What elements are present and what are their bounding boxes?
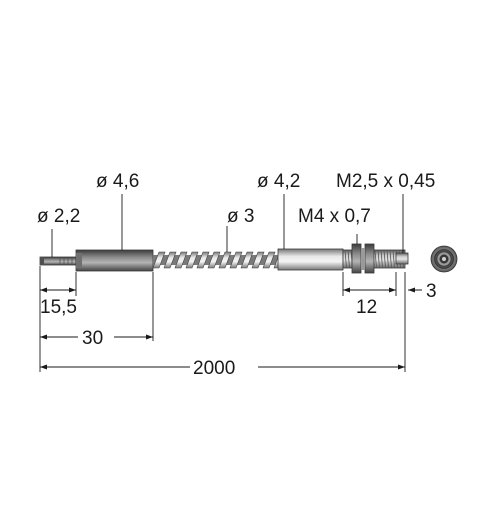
label-len-end: 3 — [426, 281, 437, 302]
spiral-turn — [262, 251, 276, 269]
dimension-labels: ø 2,2 ø 4,6 ø 3 ø 4,2 M2,5 x 0,45 M4 x 0… — [37, 171, 437, 379]
thread-ridge — [347, 249, 350, 269]
label-d-tip: ø 2,2 — [37, 206, 80, 227]
spiral-turn — [196, 251, 210, 269]
hex-nut-2 — [364, 243, 375, 274]
sensor-sleeve — [75, 249, 154, 272]
thread-ridge — [374, 249, 377, 269]
spiral-turn — [152, 251, 166, 269]
label-thread-m2: M2,5 x 0,45 — [336, 171, 435, 192]
spiral-turn — [251, 251, 265, 269]
end-view — [430, 245, 458, 273]
label-d-spiral: ø 3 — [227, 206, 254, 227]
hex-nut-1 — [351, 243, 362, 274]
spiral-sheath — [152, 251, 287, 269]
thread-ridge — [383, 249, 386, 269]
thread-m2-tip — [395, 252, 409, 265]
thread-ridge — [389, 249, 392, 269]
spiral-turn — [163, 251, 177, 269]
label-len-sleeve: 30 — [82, 328, 103, 349]
label-d-end: ø 4,2 — [257, 171, 300, 192]
thread-ridge — [380, 249, 383, 269]
label-len-tip: 15,5 — [40, 297, 77, 318]
label-len-total: 2000 — [193, 358, 235, 379]
label-thread-m4: M4 x 0,7 — [298, 206, 371, 227]
label-len-thread: 12 — [356, 297, 377, 318]
dimension-lines — [39, 266, 422, 372]
connector-sleeve — [277, 248, 344, 271]
sensor-tip — [39, 256, 77, 266]
thread-ridge — [386, 249, 389, 269]
diameter-leaders — [51, 194, 404, 257]
spiral-turn — [207, 251, 221, 269]
spiral-turn — [185, 251, 199, 269]
cable-assembly — [39, 243, 409, 274]
spiral-turn — [240, 251, 254, 269]
spiral-turn — [218, 251, 232, 269]
thread-ridge — [392, 249, 395, 269]
thread-ridge — [377, 249, 380, 269]
thread-ridge — [344, 249, 347, 269]
spiral-turn — [229, 251, 243, 269]
label-d-sleeve: ø 4,6 — [96, 171, 139, 192]
spiral-turn — [174, 251, 188, 269]
